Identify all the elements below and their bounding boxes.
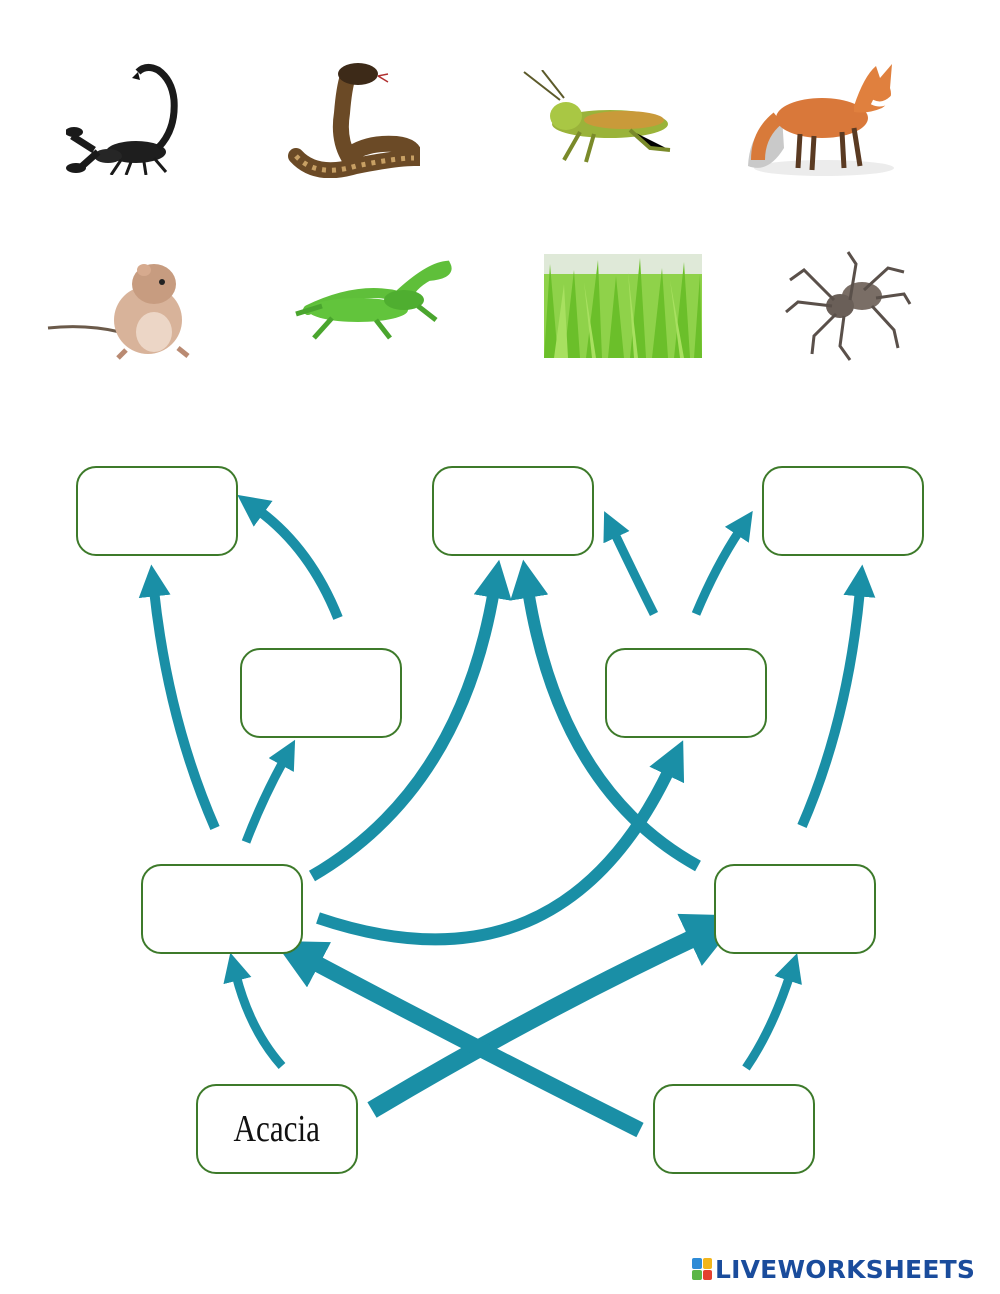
arrow-low-right-to-top-right [797, 564, 876, 828]
arrow-bottom-left-to-low-right [367, 913, 742, 1118]
snake-image [286, 58, 420, 178]
fox-image [744, 56, 896, 182]
box-bottom-right[interactable] [653, 1084, 815, 1174]
box-mid-left[interactable] [240, 648, 402, 738]
liveworksheets-logo: LIVEWORKSHEETS [692, 1254, 975, 1284]
arrow-bottom-left-to-low-left [223, 952, 286, 1069]
arrow-low-right-to-top-middle [510, 559, 701, 872]
liveworksheets-logo-icon [692, 1258, 712, 1280]
arrow-mid-left-to-top-left [237, 494, 343, 620]
arrow-low-left-to-top-middle [308, 559, 512, 882]
box-top-middle[interactable] [432, 466, 594, 556]
box-mid-right[interactable] [605, 648, 767, 738]
grass-image [544, 254, 702, 358]
box-top-left[interactable] [76, 466, 238, 556]
box-low-left[interactable] [141, 864, 303, 954]
box-label-acacia: Acacia [233, 1108, 321, 1150]
arrow-bottom-right-to-low-left [273, 940, 644, 1138]
arrow-bottom-right-to-low-right [742, 953, 802, 1071]
arrow-mid-right-to-top-middle [603, 511, 659, 617]
box-bottom-left[interactable]: Acacia [196, 1084, 358, 1174]
spider-image [784, 250, 912, 362]
box-low-right[interactable] [714, 864, 876, 954]
lizard-image [278, 258, 452, 350]
gerbil-image [46, 258, 192, 360]
liveworksheets-wordmark: LIVEWORKSHEETS [715, 1254, 976, 1284]
box-top-right[interactable] [762, 466, 924, 556]
arrow-low-left-to-mid-left [241, 739, 296, 844]
grasshopper-image [520, 70, 672, 166]
arrow-mid-right-to-top-right [691, 510, 753, 616]
scorpion-image [66, 60, 186, 175]
arrow-low-left-to-top-left [138, 564, 220, 830]
